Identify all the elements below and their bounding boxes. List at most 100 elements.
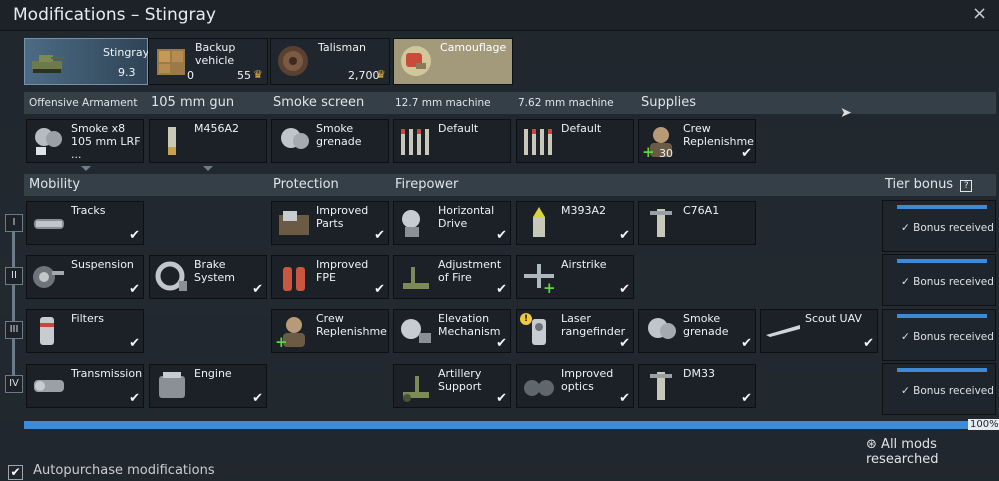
header-firepower: Firepower: [390, 174, 880, 196]
research-progress-bar: [24, 421, 996, 429]
mod-name: Default: [438, 122, 479, 135]
check-icon: ✔: [863, 336, 874, 351]
mod-name: Crew Replenishme...: [683, 122, 755, 148]
mod-smoke-x8[interactable]: Smoke x8 105 mm LRF ...: [26, 119, 144, 163]
close-icon[interactable]: ×: [972, 3, 988, 24]
mod-crew-replenishment[interactable]: Crew Replenishme... +: [271, 309, 389, 353]
crate-icon: [157, 49, 185, 75]
golden-eagle-icon: ♛: [253, 68, 263, 81]
vehicle-tile-stingray[interactable]: Stingray 9.3: [24, 38, 149, 85]
plus-icon: +: [543, 279, 556, 297]
mod-name: Improved Parts: [316, 204, 369, 230]
mod-artillery-support[interactable]: Artillery Support ✔: [393, 364, 511, 408]
header-12-7mm-mg: 12.7 mm machine gun: [390, 92, 513, 131]
autopurchase-checkbox[interactable]: ✔: [8, 465, 23, 480]
check-icon: ✔: [619, 228, 630, 243]
tier-bonus-label: Tier bonus: [885, 177, 954, 192]
mod-name: C76A1: [683, 204, 720, 217]
mod-name: M393A2: [561, 204, 607, 217]
chevron-down-icon: [81, 166, 91, 171]
artillery-icon: [403, 267, 429, 289]
autopurchase-row[interactable]: ✔ Autopurchase modifications: [8, 463, 215, 480]
check-icon: ✔: [374, 228, 385, 243]
mod-laser-rangefinder[interactable]: ! Laser rangefinder ✔: [516, 309, 634, 353]
mod-tracks[interactable]: Tracks ✔: [26, 201, 144, 245]
vehicle-tile-camouflage[interactable]: Camouflage: [393, 38, 513, 85]
mod-name: Improved optics: [561, 367, 614, 393]
bonus-text: ✓ Bonus received: [901, 276, 994, 288]
header-supplies: Supplies: [636, 92, 996, 114]
mod-name: DM33: [683, 367, 715, 380]
vehicle-name: Camouflage: [440, 41, 507, 54]
check-icon: ✔: [252, 391, 263, 406]
brake-icon: [155, 261, 187, 291]
vehicle-name: Backup vehicle: [195, 41, 236, 67]
mod-brake-system[interactable]: Brake System ✔: [149, 255, 267, 299]
mod-adjustment-of-fire[interactable]: Adjustment of Fire ✔: [393, 255, 511, 299]
mod-improved-optics[interactable]: Improved optics ✔: [516, 364, 634, 408]
mod-improved-fpe[interactable]: Improved FPE ✔: [271, 255, 389, 299]
battle-rating: 9.3: [118, 66, 136, 79]
mod-transmission[interactable]: Transmission ✔: [26, 364, 144, 408]
check-icon: ✔: [374, 282, 385, 297]
mod-name: Laser rangefinder: [561, 312, 626, 338]
tier-label-4: IV: [5, 375, 23, 393]
check-icon: ✔: [619, 282, 630, 297]
mod-name: Adjustment of Fire: [438, 258, 502, 284]
smoke-icon: [35, 128, 62, 155]
crew-icon: [283, 317, 305, 347]
mod-airstrike[interactable]: Airstrike + ✔: [516, 255, 634, 299]
bonus-progress-bar: [897, 259, 987, 263]
mod-default-7-62[interactable]: Default: [516, 119, 634, 163]
mod-m393a2[interactable]: M393A2 ✔: [516, 201, 634, 245]
mod-m456a2[interactable]: M456A2: [149, 119, 267, 163]
mod-name: Improved FPE: [316, 258, 369, 284]
mod-name: Filters: [71, 312, 104, 325]
drone-icon: [766, 325, 800, 337]
check-icon: ✔: [619, 336, 630, 351]
vehicle-tile-talisman[interactable]: Talisman 2,700 ♛: [270, 38, 390, 85]
header-mobility: Mobility: [24, 174, 268, 196]
talisman-icon: [278, 46, 308, 76]
header-105mm-gun: 105 mm gun: [146, 92, 268, 114]
check-icon: ✔: [496, 282, 507, 297]
mod-engine[interactable]: Engine ✔: [149, 364, 267, 408]
mod-c76a1[interactable]: C76A1: [638, 201, 756, 245]
bonus-text: ✓ Bonus received: [901, 222, 994, 234]
vehicle-name: Talisman: [318, 41, 366, 54]
mod-horizontal-drive[interactable]: Horizontal Drive ✔: [393, 201, 511, 245]
tier-label-1: I: [5, 214, 23, 232]
mod-name: Tracks: [71, 204, 106, 217]
aircraft-icon: [524, 264, 554, 288]
vehicle-tile-backup[interactable]: Backup vehicle 0 55 ♛: [148, 38, 268, 85]
mod-name: Transmission: [71, 367, 143, 380]
window-title: Modifications – Stingray: [13, 5, 216, 25]
mod-suspension[interactable]: Suspension ✔: [26, 255, 144, 299]
mod-crew-replenishment-supplies[interactable]: Crew Replenishme... + 30 ✔: [638, 119, 756, 163]
chevron-down-icon: [203, 166, 213, 171]
tier-bonus-1: ✓ Bonus received: [882, 200, 996, 252]
suspension-icon: [33, 266, 64, 288]
check-icon: ✔: [129, 391, 140, 406]
check-icon: ✔: [129, 282, 140, 297]
plus-icon: +: [642, 143, 655, 161]
check-icon: ✔: [129, 228, 140, 243]
bonus-text: ✓ Bonus received: [901, 385, 994, 397]
mod-default-12-7[interactable]: Default: [393, 119, 511, 163]
transmission-icon: [34, 380, 64, 392]
all-mods-text: All mods researched: [866, 437, 939, 467]
tracks-icon: [34, 219, 64, 229]
shell-icon: [168, 127, 176, 155]
mod-dm33[interactable]: DM33 ✔: [638, 364, 756, 408]
tier-progress-line: [12, 222, 15, 382]
mod-scout-uav[interactable]: Scout UAV ✔: [760, 309, 878, 353]
mod-smoke-grenade-weapon[interactable]: Smoke grenade: [271, 119, 389, 163]
mod-improved-parts[interactable]: Improved Parts ✔: [271, 201, 389, 245]
help-icon[interactable]: ?: [960, 180, 973, 192]
header-protection: Protection: [268, 174, 390, 196]
bonus-progress-bar: [897, 368, 987, 372]
mod-elevation-mechanism[interactable]: Elevation Mechanism ✔: [393, 309, 511, 353]
mod-smoke-grenade[interactable]: Smoke grenade ✔: [638, 309, 756, 353]
golden-eagle-icon: ♛: [376, 68, 386, 81]
mod-filters[interactable]: Filters ✔: [26, 309, 144, 353]
